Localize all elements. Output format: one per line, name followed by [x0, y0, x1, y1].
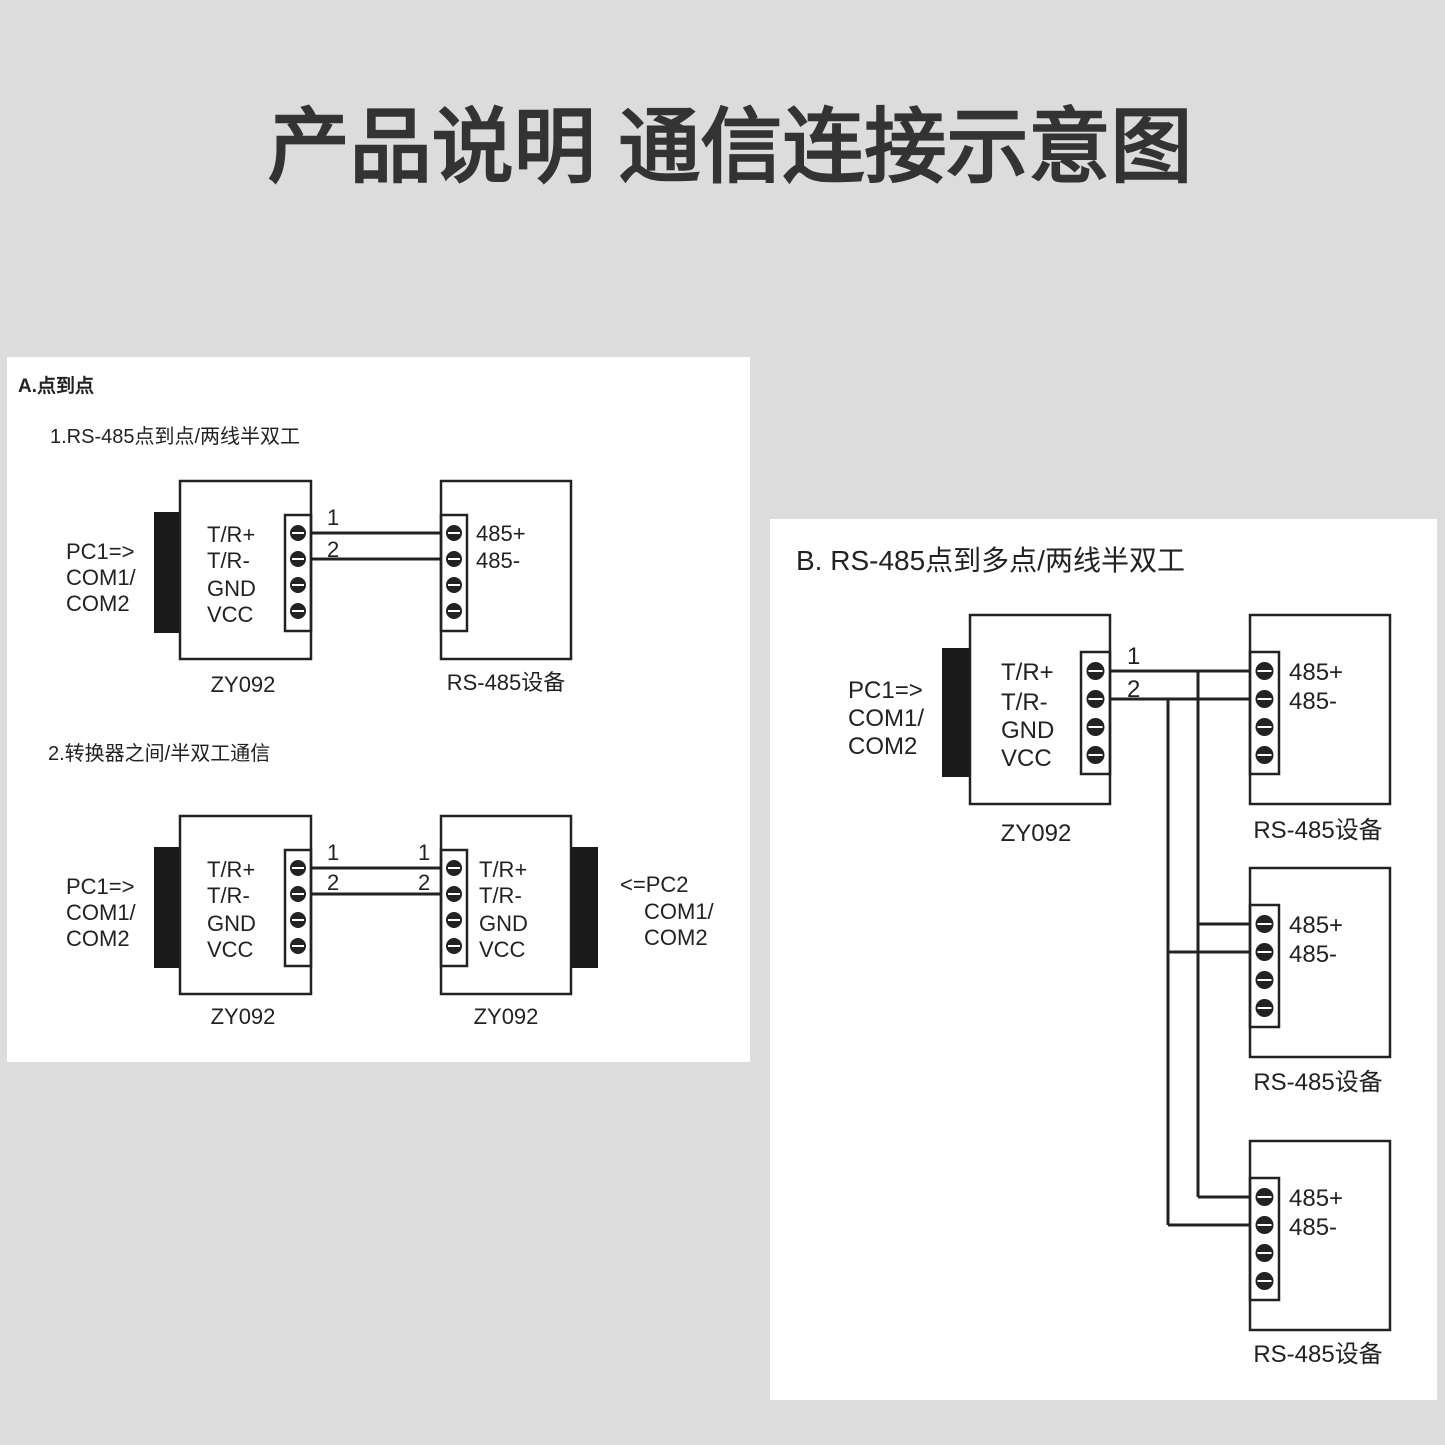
device-pin-label: 485+ — [1289, 659, 1343, 686]
converter-pin-label: T/R+ — [1001, 659, 1054, 686]
device-name: RS-485设备 — [1253, 1341, 1382, 1368]
wire-label: 2 — [327, 537, 339, 562]
terminal-block — [283, 513, 313, 633]
pc2-label: COM2 — [644, 925, 708, 950]
db9-connector-icon — [942, 648, 971, 777]
device-name: RS-485设备 — [1253, 1069, 1382, 1096]
wire-label: 2 — [327, 870, 339, 895]
converter-name: ZY092 — [474, 1004, 539, 1029]
pc2-label: COM1/ — [644, 899, 715, 924]
pc-label: COM1/ — [848, 705, 924, 732]
converter-pin-label: T/R- — [207, 548, 250, 573]
wire-label: 1 — [327, 505, 339, 530]
device-pin-label: 485+ — [1289, 1185, 1343, 1212]
converter-pin-label: VCC — [1001, 745, 1052, 772]
converter-pin-label: VCC — [479, 937, 526, 962]
pc1-label: PC1=> — [66, 874, 135, 899]
terminal-block — [1248, 903, 1281, 1029]
device-name: RS-485设备 — [447, 670, 566, 695]
pc-label: PC1=> — [66, 539, 135, 564]
pc-label: COM2 — [848, 733, 917, 760]
converter-pin-label: T/R- — [479, 883, 522, 908]
wire-label: 1 — [327, 840, 339, 865]
converter-name: ZY092 — [211, 1004, 276, 1029]
device-pin-label: 485- — [1289, 1214, 1337, 1241]
terminal-block — [283, 848, 313, 968]
wire-label: 1 — [418, 840, 430, 865]
device-name: RS-485设备 — [1253, 817, 1382, 844]
panel-b-heading: B. RS-485点到多点/两线半双工 — [796, 545, 1185, 576]
converter-pin-label: VCC — [207, 937, 254, 962]
device-pin-label: 485- — [476, 548, 520, 573]
device-pin-label: 485- — [1289, 688, 1337, 715]
wire-label: 2 — [1127, 676, 1140, 703]
pc-label: COM1/ — [66, 565, 137, 590]
panel-b-background — [770, 519, 1437, 1400]
pc-label: COM2 — [66, 591, 130, 616]
converter-pin-label: T/R- — [1001, 689, 1048, 716]
wire-label: 1 — [1127, 643, 1140, 670]
converter-pin-label: T/R+ — [479, 857, 527, 882]
device-pin-label: 485+ — [1289, 912, 1343, 939]
converter-pin-label: T/R+ — [207, 522, 255, 547]
converter-pin-label: GND — [207, 911, 256, 936]
converter-pin-label: T/R- — [207, 883, 250, 908]
pc1-label: COM1/ — [66, 900, 137, 925]
device-pin-label: 485+ — [476, 521, 526, 546]
terminal-block — [1079, 650, 1112, 776]
db9-connector-icon — [154, 847, 181, 968]
panel-a-heading: A.点到点 — [18, 375, 94, 397]
panel-a-background — [7, 357, 750, 1062]
converter-pin-label: VCC — [207, 602, 254, 627]
diagram2-caption: 2.转换器之间/半双工通信 — [48, 742, 270, 765]
db9-connector-icon — [154, 512, 181, 633]
pc-label: PC1=> — [848, 677, 923, 704]
terminal-block — [439, 513, 469, 633]
converter-name: ZY092 — [211, 672, 276, 697]
terminal-block — [1248, 1176, 1281, 1302]
pc1-label: COM2 — [66, 926, 130, 951]
converter-pin-label: GND — [479, 911, 528, 936]
converter-name: ZY092 — [1001, 820, 1072, 847]
converter-pin-label: GND — [207, 576, 256, 601]
db9-connector-icon — [571, 847, 598, 968]
page-title: 产品说明 通信连接示意图 — [268, 102, 1193, 193]
device-pin-label: 485- — [1289, 941, 1337, 968]
terminal-block — [1248, 650, 1281, 776]
diagram1-caption: 1.RS-485点到点/两线半双工 — [50, 425, 300, 448]
terminal-block — [439, 848, 469, 968]
converter-pin-label: T/R+ — [207, 857, 255, 882]
pc2-label: <=PC2 — [620, 872, 689, 897]
wire-label: 2 — [418, 870, 430, 895]
converter-pin-label: GND — [1001, 717, 1054, 744]
